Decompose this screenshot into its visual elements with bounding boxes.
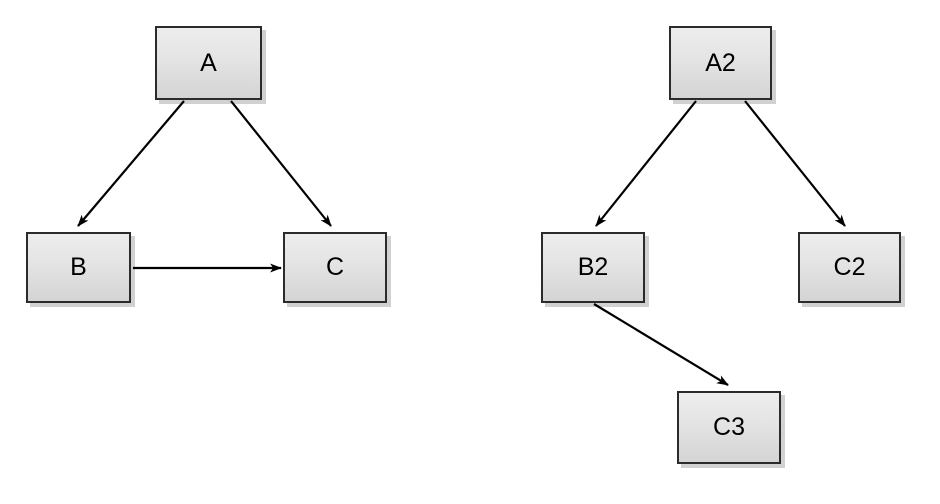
node-B2[interactable]: B2: [541, 232, 645, 303]
node-A[interactable]: A: [155, 26, 262, 100]
node-C[interactable]: C: [283, 232, 387, 303]
edge-A-B: [77, 100, 185, 227]
node-label: C3: [713, 413, 745, 441]
node-label: A: [200, 48, 217, 77]
edge-A2-B2: [595, 100, 697, 227]
edge-A2-C2: [744, 100, 846, 227]
node-label: B: [70, 253, 87, 281]
node-C2[interactable]: C2: [798, 232, 901, 303]
node-C3[interactable]: C3: [677, 391, 781, 464]
edge-B2-C3: [593, 303, 729, 386]
node-label: B2: [577, 253, 609, 281]
edge-A-C: [230, 100, 332, 227]
node-A2[interactable]: A2: [669, 26, 772, 100]
node-label: C: [325, 253, 345, 281]
node-B[interactable]: B: [26, 232, 131, 303]
node-label: C2: [833, 253, 866, 281]
node-label: A2: [705, 48, 736, 77]
